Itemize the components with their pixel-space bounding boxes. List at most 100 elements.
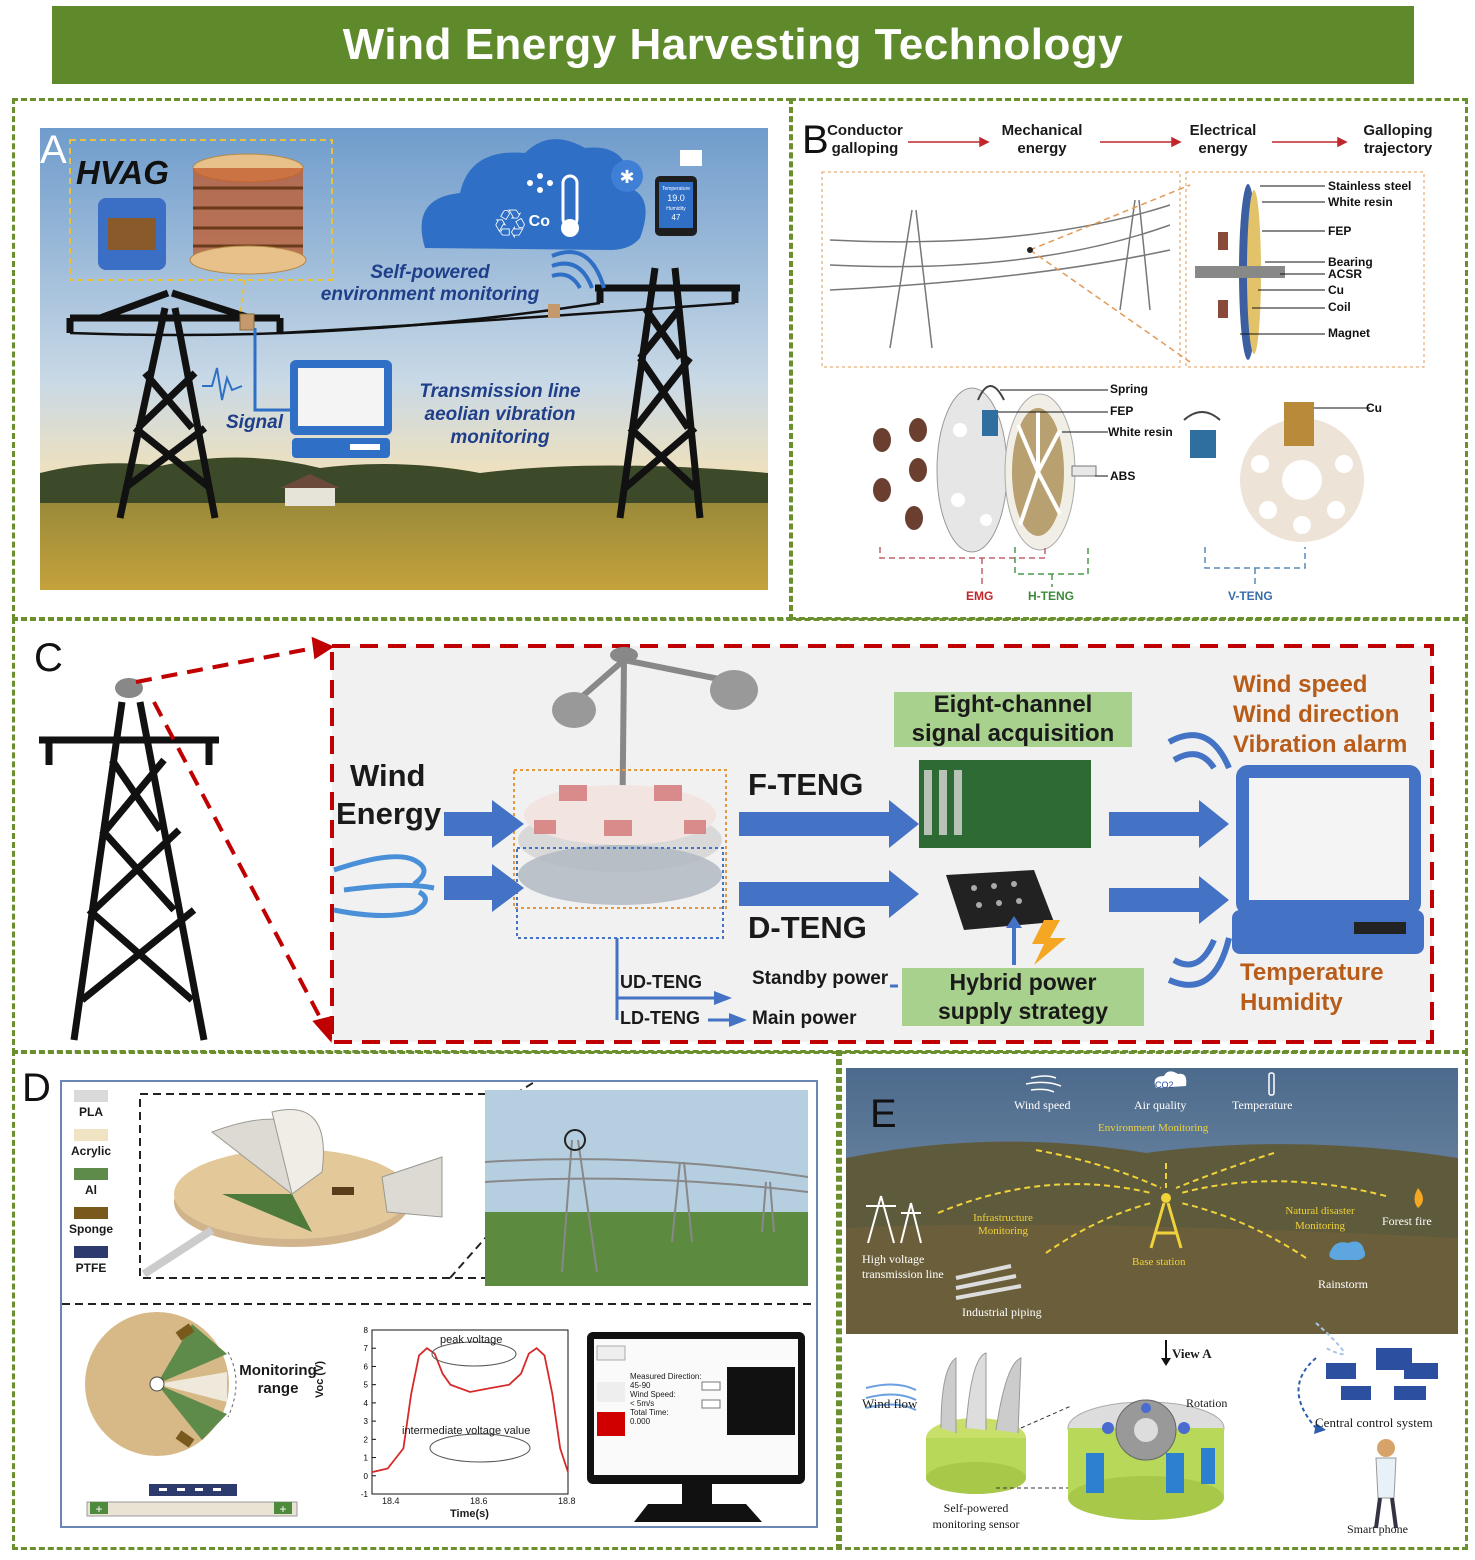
screen-line-6: 0.000 [630,1417,651,1426]
panel-c-letter: C [34,636,63,680]
e-rainstorm: Rainstorm [1318,1277,1368,1291]
c-wind-speed: Wind speed [1233,671,1368,698]
monitoring-range-line2: range [257,1380,299,1397]
bluetooth-icon [611,160,643,192]
chart-xtick-18-8: 18.8 [558,1496,576,1506]
part-fep: FEP [1328,224,1352,238]
monitoring-range: Monitoring range [232,1362,324,1398]
chart-xtick-18-4: 18.4 [382,1496,400,1506]
tower-c [39,701,219,1041]
c-hybrid-line2: supply strategy [938,998,1108,1024]
part-fep-lower: FEP [1110,404,1134,418]
e-high-voltage-line1: High voltage [862,1252,925,1266]
material-legend: PLA Acrylic Al Sponge PTFE [68,1090,114,1275]
self-powered-line1: Self-powered [370,262,490,283]
legend-al-label: Al [85,1183,97,1197]
y-tick-label: 4 [364,1399,369,1408]
panel-a-letter: A [40,128,67,172]
y-tick-label: 1 [364,1454,369,1463]
screen-line-1: Measured Direction: [630,1372,702,1381]
hvag-label: HVAG [76,154,169,191]
signal-label: Signal [226,412,284,433]
e-sensor: Self-powered monitoring sensor [918,1500,1034,1532]
part-white-resin-lower: White resin [1108,425,1173,439]
panel-e-letter: E [870,1092,897,1136]
c-wind-direction: Wind direction [1233,701,1400,728]
legend-al: Al [68,1168,114,1197]
part-magnet: Magnet [1328,326,1370,340]
c-energy: Energy [336,796,442,831]
transmission-line3: monitoring [450,427,550,448]
y-tick-label: 7 [364,1344,369,1353]
e-forest-fire: Forest fire [1382,1214,1432,1228]
y-tick-label: 5 [364,1381,369,1390]
legend-sponge-label: Sponge [69,1222,113,1236]
e-env-monitoring: Environment Monitoring [1098,1122,1209,1134]
phone-temp-value: 19.0 [667,193,685,203]
screen-line-2: 45-90 [630,1381,651,1390]
part-bearing: Bearing [1328,255,1373,269]
flow-electrical: Electrical energy [1189,122,1257,157]
e-infrastructure-line1: Infrastructure [973,1212,1033,1224]
e-high-voltage: High voltage transmission line [862,1252,944,1282]
phone-humidity-value: 47 [672,213,681,222]
flow-galloping: Galloping trajectory [1363,122,1433,157]
c-eight-channel-line1: Eight-channel [933,691,1093,718]
wifi-icon [551,250,606,290]
chart-peak-label: peak voltage [440,1334,503,1346]
c-main: Main power [752,1008,857,1029]
c-hybrid: Hybrid power supply strategy [902,968,1144,1026]
c-standby: Standby power [752,968,889,989]
co-label: Co [529,213,551,230]
panel-c-drawing [39,636,1434,1044]
e-high-voltage-line2: transmission line [862,1267,944,1281]
legend-pla-label: PLA [79,1105,103,1119]
part-cu: Cu [1328,283,1344,297]
y-tick-label: -1 [361,1490,369,1499]
panel-d-letter: D [22,1066,51,1110]
chart-ylabel: Voc (V) [314,1360,326,1398]
group-h-teng: H-TENG [1028,589,1074,603]
phone-temp-label: Temperature [662,186,690,192]
flow-mechanical: Mechanical energy [1001,122,1083,157]
legend-pla: PLA [68,1090,114,1119]
group-emg: EMG [966,589,994,603]
c-f-teng: F-TENG [748,767,864,802]
e-rotation: Rotation [1186,1396,1228,1410]
legend-acrylic-label: Acrylic [70,1144,112,1158]
c-ud-teng: UD-TENG [620,972,702,992]
svg-text:✱: ✱ [619,167,634,188]
svg-text:+: + [95,1502,102,1516]
e-air-quality: Air quality [1134,1098,1187,1112]
chart-xlabel: Time(s) [450,1508,489,1520]
e-natural-line1: Natural disaster [1285,1205,1355,1217]
e-infrastructure: Infrastructure Monitoring [958,1212,1048,1238]
part-coil: Coil [1328,300,1351,314]
legend-sponge: Sponge [68,1207,114,1236]
e-natural-line2: Monitoring [1294,1220,1346,1232]
panel-e-frame [836,1050,1468,1550]
e-smart-phone: Smart phone [1347,1522,1408,1536]
part-acsr: ACSR [1328,267,1363,281]
y-tick-label: 2 [364,1435,369,1444]
series-voc-line [371,1347,569,1473]
transmission-line1: Transmission line [419,381,581,402]
y-tick-label: 8 [364,1326,369,1335]
e-sensor-line1: Self-powered [943,1501,1009,1515]
c-vibration-alarm: Vibration alarm [1233,731,1408,758]
title-banner: Wind Energy Harvesting Technology [52,6,1414,84]
part-cu-lower: Cu [1366,401,1382,415]
page-title: Wind Energy Harvesting Technology [342,20,1124,69]
e-natural-disaster: Natural disaster Monitoring [1270,1204,1370,1234]
y-tick-label: 6 [364,1362,369,1371]
legend-ptfe-label: PTFE [75,1261,107,1275]
e-wind-flow: Wind flow [862,1396,918,1411]
self-powered-label: Self-powered environment monitoring [300,262,560,306]
flow-conductor: Conductor galloping [827,122,903,157]
part-stainless-steel: Stainless steel [1328,179,1412,193]
screen-line-5: Total Time: [630,1408,669,1417]
transmission-label: Transmission line aeolian vibration moni… [400,380,600,449]
phone-humidity-label: Humidity [666,206,686,212]
c-humidity: Humidity [1240,989,1343,1016]
